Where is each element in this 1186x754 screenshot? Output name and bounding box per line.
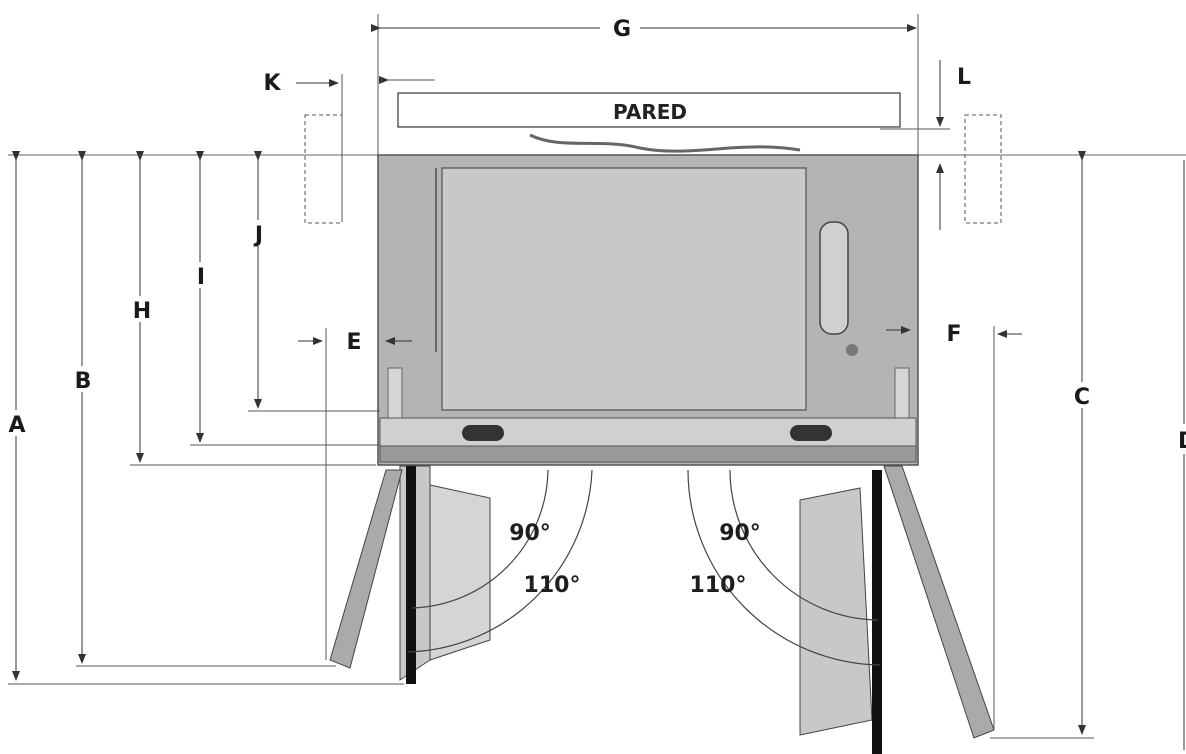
dimension-d: D bbox=[1172, 160, 1186, 750]
dimension-e: E bbox=[298, 328, 412, 660]
dim-label-a: A bbox=[8, 413, 25, 438]
dimension-l: L bbox=[880, 60, 1002, 230]
dimension-h: H bbox=[130, 151, 376, 466]
door-swing-arcs bbox=[407, 469, 881, 666]
angle-right-110: 110° bbox=[690, 573, 747, 598]
dimension-b: B bbox=[72, 151, 336, 667]
cabinet-body bbox=[377, 133, 919, 466]
wall-box: PARED bbox=[397, 92, 901, 128]
dimension-i: I bbox=[190, 151, 380, 446]
dim-label-c: C bbox=[1074, 385, 1090, 410]
dim-label-e: E bbox=[346, 330, 361, 355]
angle-left-90: 90° bbox=[509, 521, 551, 546]
left-door bbox=[329, 465, 491, 684]
angle-left-110: 110° bbox=[524, 573, 581, 598]
dimension-c: C bbox=[990, 151, 1094, 739]
right-door bbox=[799, 465, 995, 754]
dim-label-d: D bbox=[1178, 429, 1186, 454]
dim-label-k: K bbox=[263, 71, 281, 96]
dim-label-b: B bbox=[75, 369, 92, 394]
dim-label-f: F bbox=[946, 322, 961, 347]
dim-label-j: J bbox=[253, 223, 263, 248]
dimension-a: A bbox=[6, 151, 404, 685]
wall-label: PARED bbox=[613, 100, 687, 124]
dimension-f: F bbox=[886, 322, 1022, 730]
dimension-k: K bbox=[263, 71, 343, 224]
dim-label-g: G bbox=[613, 17, 631, 42]
dimension-j: J bbox=[248, 151, 380, 412]
dim-label-i: I bbox=[197, 265, 205, 290]
angle-right-90: 90° bbox=[719, 521, 761, 546]
dimension-g: G bbox=[371, 14, 919, 158]
dim-label-h: H bbox=[133, 299, 151, 324]
dim-label-l: L bbox=[957, 65, 971, 90]
